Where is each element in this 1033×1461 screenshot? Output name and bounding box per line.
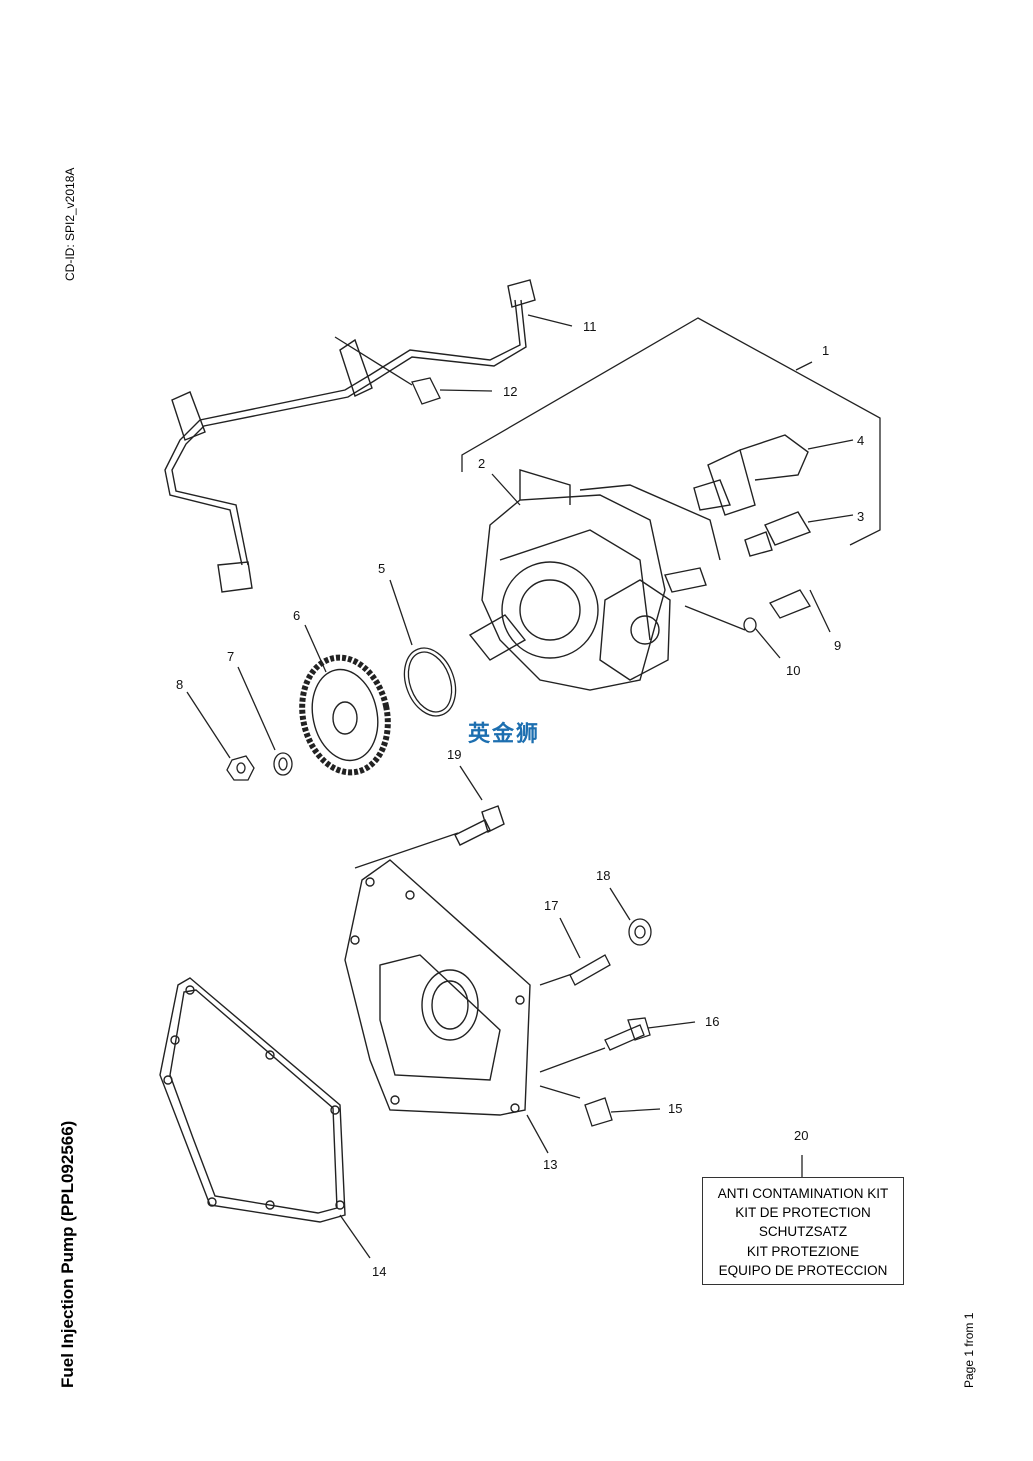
fitting-part-9 xyxy=(769,589,811,619)
leader-5 xyxy=(389,579,413,646)
callout-6: 6 xyxy=(293,608,300,623)
nut-part-18 xyxy=(628,918,652,946)
washer-part-7 xyxy=(273,752,293,776)
callout-13: 13 xyxy=(543,1157,557,1172)
leader-2 xyxy=(491,473,521,506)
leader-3 xyxy=(807,514,854,523)
housing-part-13 xyxy=(344,859,531,1116)
callout-18: 18 xyxy=(596,868,610,883)
leader-17 xyxy=(559,917,581,959)
stud-part-17 xyxy=(569,954,611,986)
callout-20: 20 xyxy=(794,1128,808,1143)
leader-1 xyxy=(461,317,881,546)
leader-10 xyxy=(754,627,781,659)
leader-7 xyxy=(237,666,276,751)
pump-body-part-2 xyxy=(468,469,721,691)
kit-line-es: EQUIPO DE PROTECCION xyxy=(718,1262,888,1278)
gasket-part-14 xyxy=(159,977,346,1223)
bolt-part-19 xyxy=(454,805,505,846)
fuel-pipe-part-11 xyxy=(164,279,536,593)
kit-line-it: KIT PROTEZIONE xyxy=(746,1243,860,1259)
callout-14: 14 xyxy=(372,1264,386,1279)
callout-19: 19 xyxy=(447,747,461,762)
leader-4 xyxy=(807,439,854,450)
callout-8: 8 xyxy=(176,677,183,692)
callout-9: 9 xyxy=(834,638,841,653)
plug-part-15 xyxy=(584,1097,613,1127)
bolt-part-16 xyxy=(604,1017,651,1051)
leader-11 xyxy=(527,314,573,327)
leader-16 xyxy=(647,1021,696,1029)
leader-12b xyxy=(334,336,413,386)
callout-17: 17 xyxy=(544,898,558,913)
callout-10: 10 xyxy=(786,663,800,678)
callout-2: 2 xyxy=(478,456,485,471)
callout-16: 16 xyxy=(705,1014,719,1029)
callout-7: 7 xyxy=(227,649,234,664)
callout-labels: 1 2 3 4 5 6 7 8 9 10 11 12 13 14 15 16 1… xyxy=(176,319,864,1279)
kit-line-fr: KIT DE PROTECTION xyxy=(735,1205,871,1221)
kit-line-en: ANTI CONTAMINATION KIT xyxy=(717,1186,889,1201)
leader-17b xyxy=(539,973,573,986)
callout-5: 5 xyxy=(378,561,385,576)
o-ring-part-5 xyxy=(403,647,457,717)
callout-11: 11 xyxy=(583,319,597,334)
leader-9 xyxy=(809,589,831,633)
bolt-part-12 xyxy=(411,377,441,405)
sensor-part-3 xyxy=(744,511,812,557)
leader-13 xyxy=(526,1114,549,1154)
callout-3: 3 xyxy=(857,509,864,524)
anti-contamination-kit-box: ANTI CONTAMINATION KIT KIT DE PROTECTION… xyxy=(702,1177,904,1285)
leader-15 xyxy=(610,1108,661,1113)
leader-15b xyxy=(539,1085,581,1099)
watermark-logo: 英金狮 xyxy=(468,722,541,747)
leader-12 xyxy=(439,389,493,392)
callout-15: 15 xyxy=(668,1101,682,1116)
callout-1: 1 xyxy=(822,343,829,358)
valve-part-4 xyxy=(693,434,809,516)
leader-16b xyxy=(539,1047,606,1073)
kit-line-de: SCHUTZSATZ xyxy=(758,1224,848,1240)
leader-19b xyxy=(354,832,459,869)
gear-part-6 xyxy=(299,654,391,776)
washer-part-10 xyxy=(743,617,757,633)
leader-8 xyxy=(186,691,231,759)
callout-12: 12 xyxy=(503,384,517,399)
leader-18 xyxy=(609,887,631,921)
callout-4: 4 xyxy=(857,433,864,448)
nut-part-8 xyxy=(226,755,255,781)
leader-14 xyxy=(339,1214,371,1259)
leader-10b xyxy=(684,605,746,631)
leader-19 xyxy=(459,765,483,801)
